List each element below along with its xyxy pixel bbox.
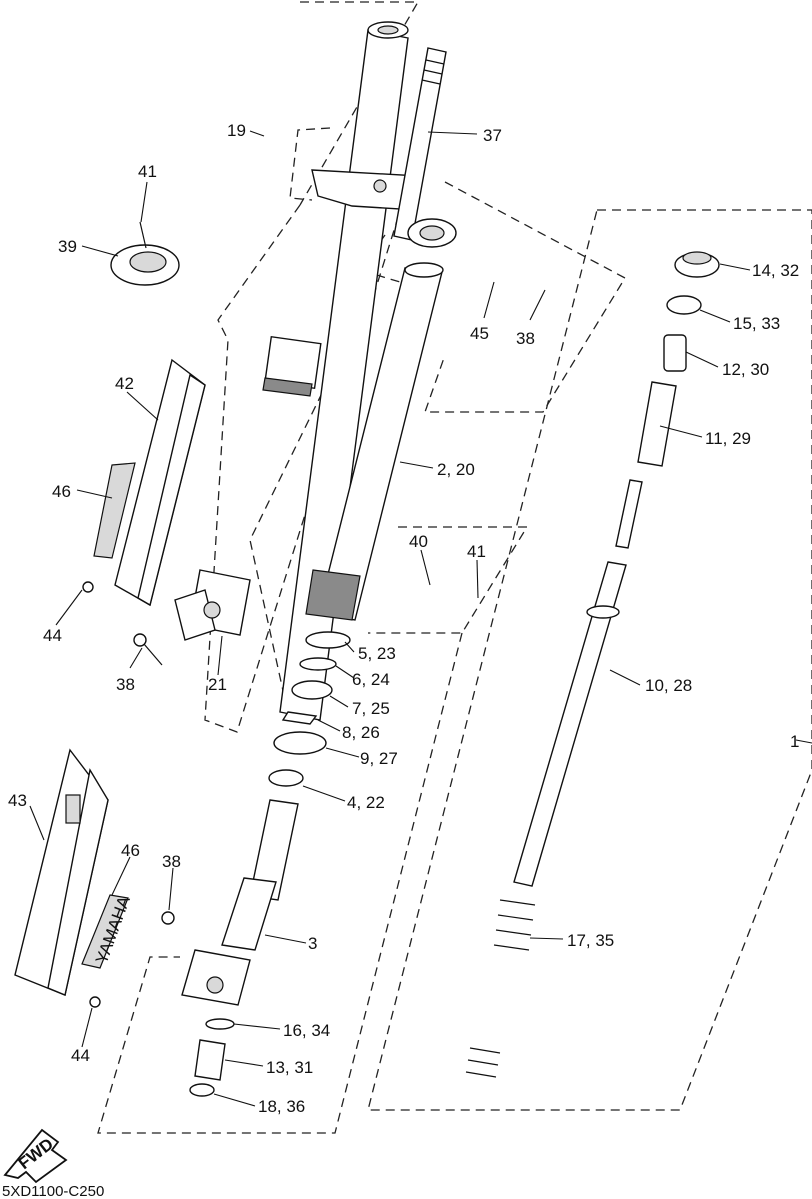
callout-38: 38 bbox=[116, 675, 135, 694]
callout-17-35: 17, 35 bbox=[567, 931, 614, 950]
callout-38: 38 bbox=[516, 329, 535, 348]
outer-tube-assembly bbox=[174, 21, 457, 721]
callout-13-31: 13, 31 bbox=[266, 1058, 313, 1077]
brake-hose-holder bbox=[110, 221, 180, 286]
callout-7-25: 7, 25 bbox=[352, 699, 390, 718]
callout-8-26: 8, 26 bbox=[342, 723, 380, 742]
callout-15-33: 15, 33 bbox=[733, 314, 780, 333]
callout-41: 41 bbox=[467, 542, 486, 561]
callout-40: 40 bbox=[409, 532, 428, 551]
callout-21: 21 bbox=[208, 675, 227, 694]
diagram-code: 5XD1100-C250 bbox=[2, 1183, 104, 1199]
callout-9-27: 9, 27 bbox=[360, 749, 398, 768]
lower-leg bbox=[181, 799, 299, 1097]
fwd-arrow-icon: FWD bbox=[3, 1128, 68, 1184]
callout-45: 45 bbox=[470, 324, 489, 343]
fork-guard-lower: YAMAHA bbox=[14, 748, 175, 1008]
callout-11-29: 11, 29 bbox=[705, 429, 751, 448]
callout-38: 38 bbox=[162, 852, 181, 871]
callout-46: 46 bbox=[52, 482, 71, 501]
callout-39: 39 bbox=[58, 237, 77, 256]
fork-guard-upper bbox=[82, 358, 206, 666]
callout-44: 44 bbox=[43, 626, 62, 645]
damper-parts bbox=[465, 251, 720, 1078]
callout-43: 43 bbox=[8, 791, 27, 810]
callouts: 19 37 41 39 14, 32 15, 33 12, 30 11, 29 … bbox=[8, 121, 799, 1116]
callout-37: 37 bbox=[483, 126, 502, 145]
callout-18-36: 18, 36 bbox=[258, 1097, 305, 1116]
callout-44: 44 bbox=[71, 1046, 90, 1065]
leader-lines bbox=[29, 130, 812, 1107]
callout-16-34: 16, 34 bbox=[283, 1021, 330, 1040]
seal-stack bbox=[268, 631, 351, 787]
callout-4-22: 4, 22 bbox=[347, 793, 385, 812]
callout-10-28: 10, 28 bbox=[645, 676, 692, 695]
callout-5-23: 5, 23 bbox=[358, 644, 396, 663]
inner-tube bbox=[305, 262, 444, 621]
callout-46: 46 bbox=[121, 841, 140, 860]
callout-41: 41 bbox=[138, 162, 157, 181]
callout-42: 42 bbox=[115, 374, 134, 393]
callout-12-30: 12, 30 bbox=[722, 360, 769, 379]
callout-6-24: 6, 24 bbox=[352, 670, 390, 689]
callout-3: 3 bbox=[308, 934, 317, 953]
callout-19: 19 bbox=[227, 121, 246, 140]
callout-14-32: 14, 32 bbox=[752, 261, 799, 280]
callout-2-20: 2, 20 bbox=[437, 460, 475, 479]
callout-1: 1 bbox=[790, 732, 799, 751]
